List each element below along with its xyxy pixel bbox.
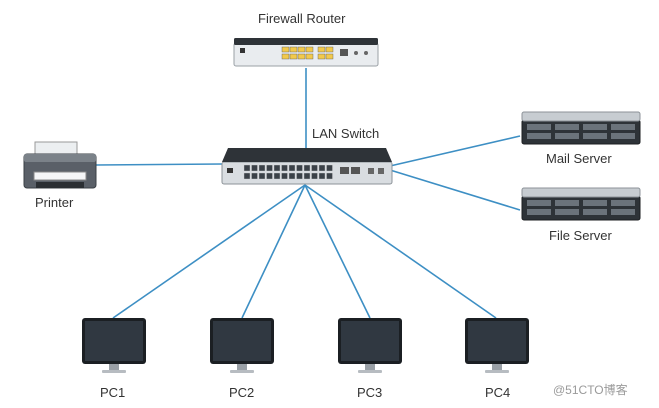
switch-port <box>311 172 318 180</box>
switch-port <box>296 172 303 180</box>
switch-port <box>326 164 333 172</box>
mail-server-label: Mail Server <box>546 151 612 166</box>
switch-port <box>281 172 288 180</box>
switch-port <box>266 164 273 172</box>
file-server-label: File Server <box>549 228 612 243</box>
switch-port <box>311 164 318 172</box>
monitor-icon <box>82 318 146 373</box>
server-icon <box>521 187 641 221</box>
printer-label: Printer <box>35 195 74 210</box>
switch-port <box>266 172 273 180</box>
switch-port <box>273 164 281 172</box>
link-switch-pc3 <box>304 184 371 319</box>
switch-port <box>251 164 258 172</box>
switch-port <box>258 164 266 172</box>
link-switch-file-server <box>389 169 521 211</box>
switch-port <box>251 172 258 180</box>
link-switch-pc2 <box>241 184 306 319</box>
switch-port <box>326 172 333 180</box>
link-switch-pc1 <box>112 184 306 319</box>
switch-port <box>303 172 311 180</box>
pc4-label: PC4 <box>485 385 511 400</box>
switch-port <box>288 164 296 172</box>
switch-port <box>273 172 281 180</box>
monitor-icon <box>210 318 274 373</box>
watermark: @51CTO博客 <box>553 383 628 397</box>
server-icon <box>521 111 641 145</box>
pc3-label: PC3 <box>357 385 383 400</box>
switch-port <box>243 172 251 180</box>
pc1-label: PC1 <box>100 385 126 400</box>
pc2-label: PC2 <box>229 385 255 400</box>
switch-port <box>288 172 296 180</box>
link-switch-pc4 <box>304 184 497 319</box>
switch-port <box>303 164 311 172</box>
link-switch-mail-server <box>389 135 521 167</box>
switch-port <box>318 164 326 172</box>
router-label: Firewall Router <box>258 11 346 26</box>
link-printer-switch <box>95 163 223 166</box>
switch-port <box>258 172 266 180</box>
switch-icon <box>221 148 393 185</box>
monitor-icon <box>465 318 529 373</box>
switch-port <box>281 164 288 172</box>
router-icon <box>233 38 379 67</box>
switch-port <box>318 172 326 180</box>
connection-lines <box>95 68 521 319</box>
printer-icon <box>23 141 97 189</box>
monitor-icon <box>338 318 402 373</box>
switch-port <box>296 164 303 172</box>
switch-label: LAN Switch <box>312 126 380 141</box>
switch-port <box>243 164 251 172</box>
